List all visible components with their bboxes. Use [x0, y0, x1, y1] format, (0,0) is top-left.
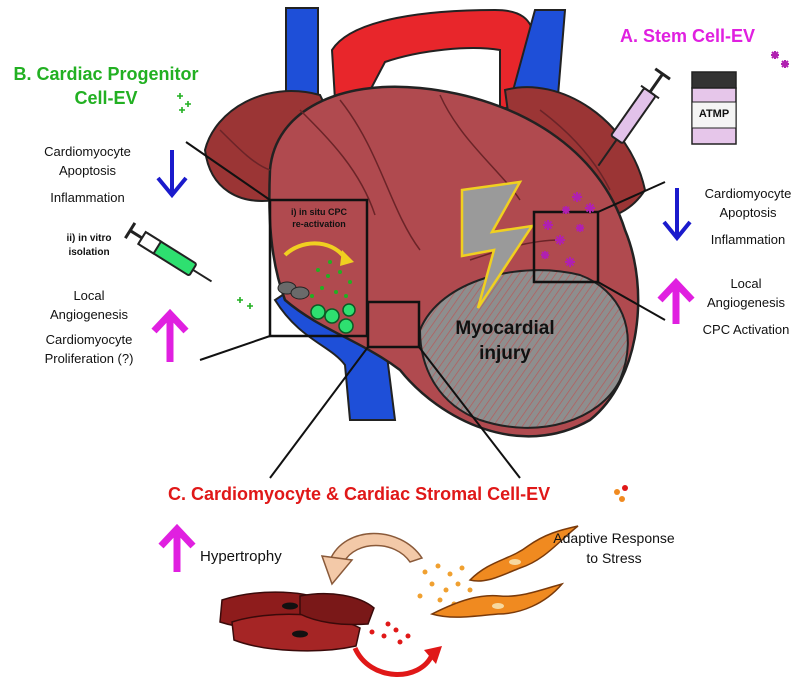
- effect-angiogenesis-b: Angiogenesis: [49, 307, 129, 322]
- in-vitro-label: ii) in vitro isolation: [44, 232, 134, 260]
- in-vitro-line1: ii) in vitro: [66, 233, 112, 244]
- syringe-a-icon: [597, 67, 671, 167]
- in-situ-line2: re-activation: [292, 219, 346, 229]
- cardiomyocytes-icon: [219, 591, 375, 652]
- down-arrow-b: [156, 150, 188, 199]
- injury-label-line2: injury: [479, 343, 531, 364]
- curved-arrow-bottom: [352, 646, 442, 677]
- c-ev-particles-icon: [614, 485, 628, 502]
- box-b-region: [268, 198, 369, 338]
- effect-cpc-activation: CPC Activation: [702, 322, 790, 337]
- up-arrow-c: [158, 523, 196, 572]
- section-b-title: B. Cardiac Progenitor Cell-EV: [0, 62, 212, 110]
- in-situ-line1: i) in situ CPC: [291, 207, 347, 217]
- effect-cardiomyocyte-prolif: Cardiomyocyte: [45, 332, 133, 347]
- effect-adaptive-response: Adaptive Response to Stress: [530, 528, 698, 568]
- effect-inflammation-b: Inflammation: [50, 190, 125, 205]
- injury-zone: [418, 269, 629, 429]
- down-arrow-a: [662, 188, 692, 242]
- stromal-cells-icon: [429, 525, 579, 618]
- syringe-b-icon: [124, 222, 213, 283]
- effect-proliferation: Proliferation (?): [44, 351, 134, 366]
- effect-local: Local: [730, 276, 762, 291]
- in-situ-cpc-cells: [277, 241, 356, 334]
- aorta-arch: [330, 8, 537, 112]
- effect-angiogenesis: Angiogenesis: [706, 295, 786, 310]
- section-b-title-line1: B. Cardiac Progenitor: [13, 64, 199, 84]
- atmp-vial-icon: [691, 71, 737, 145]
- cpc-ev-particles: [177, 93, 253, 309]
- up-arrow-b: [151, 308, 189, 362]
- section-b-title-line2: Cell-EV: [74, 88, 138, 108]
- in-vitro-line2: isolation: [68, 247, 110, 258]
- section-a-title: A. Stem Cell-EV: [620, 26, 756, 46]
- effect-hypertrophy: Hypertrophy: [200, 548, 282, 565]
- section-a-down-effects: Cardiomyocyte Apoptosis Inflammation: [688, 184, 800, 249]
- injury-label: Myocardial injury: [440, 316, 570, 366]
- coronary-vessels: [219, 94, 611, 261]
- injury-label-line1: Myocardial: [455, 318, 555, 339]
- stem-cell-ev-particles: [541, 51, 789, 267]
- effect-apoptosis: Apoptosis: [719, 205, 777, 220]
- box-c-region: [366, 300, 421, 349]
- section-b-down-effects: Cardiomyocyte Apoptosis Inflammation: [20, 142, 155, 207]
- lightning-bolt-icon: [460, 180, 535, 309]
- in-situ-label: i) in situ CPC re-activation: [272, 206, 366, 230]
- adaptive-line2: to Stress: [586, 550, 642, 566]
- atmp-vial-label: ATMP: [698, 108, 730, 120]
- adaptive-line1: Adaptive Response: [553, 530, 675, 546]
- connector-lines: [185, 141, 666, 479]
- effect-apoptosis-b: Apoptosis: [58, 163, 117, 178]
- effect-cardiomyocyte: Cardiomyocyte: [704, 186, 792, 201]
- section-a-up-effects: Local Angiogenesis CPC Activation: [692, 274, 800, 339]
- curved-arrow-top: [320, 532, 424, 586]
- effect-local-b: Local: [73, 288, 105, 303]
- effect-inflammation: Inflammation: [710, 232, 786, 247]
- section-c-title: C. Cardiomyocyte & Cardiac Stromal Cell-…: [168, 484, 551, 504]
- up-arrow-a: [657, 277, 695, 324]
- section-b-up-effects: Local Angiogenesis Cardiomyocyte Prolife…: [24, 286, 154, 368]
- effect-cardiomyocyte-b: Cardiomyocyte: [44, 144, 131, 159]
